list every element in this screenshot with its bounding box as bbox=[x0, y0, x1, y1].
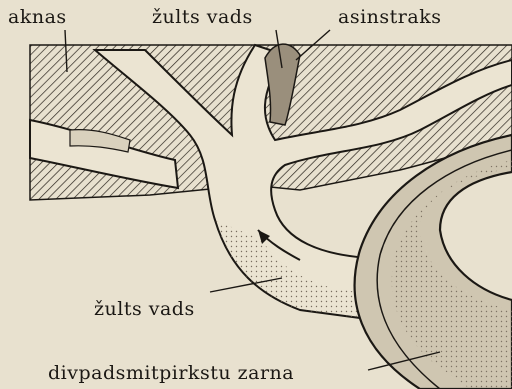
label-bile-duct-bottom: žults vads bbox=[92, 298, 197, 320]
label-duodenum: divpadsmitpirkstu zarna bbox=[46, 362, 296, 384]
label-bile-duct-top: žults vads bbox=[150, 6, 255, 28]
label-blood-vessel: asinstraks bbox=[336, 6, 443, 28]
label-liver: aknas bbox=[6, 6, 69, 28]
